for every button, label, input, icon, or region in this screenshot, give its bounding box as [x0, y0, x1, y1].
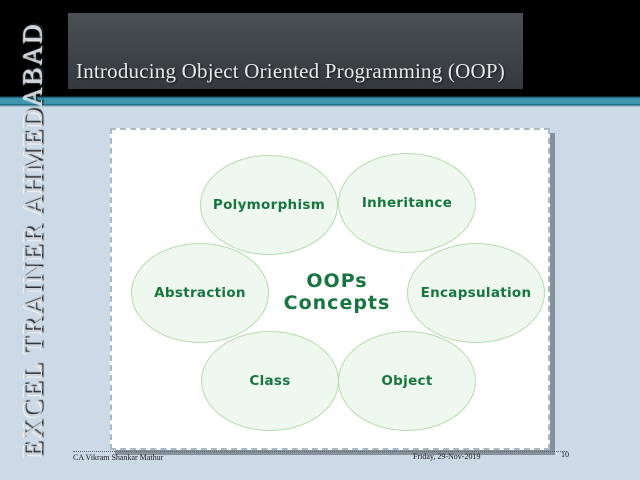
bubble-label-encapsulation: Encapsulation — [420, 285, 532, 301]
teal-divider — [0, 96, 640, 107]
bubble-label-object: Object — [381, 373, 433, 389]
diagram-center-label: OOPs Concepts — [257, 270, 417, 314]
concept-bubble-inheritance: Inheritance — [338, 153, 476, 253]
center-label-line2: Concepts — [283, 292, 391, 314]
diagram-panel: Polymorphism Inheritance Abstraction Enc… — [110, 128, 550, 450]
title-box: Introducing Object Oriented Programming … — [68, 13, 523, 89]
bubble-label-class: Class — [249, 373, 291, 389]
bubble-label-inheritance: Inheritance — [361, 195, 453, 211]
vertical-branding-text: EXCEL TRAINER AHMEDABAD — [17, 22, 48, 458]
concept-bubble-abstraction: Abstraction — [131, 243, 269, 343]
center-label-line1: OOPs — [306, 270, 368, 292]
bubble-label-abstraction: Abstraction — [154, 285, 246, 301]
bubble-label-polymorphism: Polymorphism — [212, 197, 326, 213]
footer-date: Friday, 29-Nov-2019 — [413, 452, 481, 461]
page-number: 10 — [561, 450, 569, 459]
footer-author: CA Vikram Shankar Mathur — [73, 453, 164, 462]
concept-bubble-class: Class — [201, 331, 339, 431]
footer-rule — [73, 451, 567, 452]
concept-bubble-object: Object — [338, 331, 476, 431]
concept-bubble-encapsulation: Encapsulation — [407, 243, 545, 343]
slide-title: Introducing Object Oriented Programming … — [76, 59, 505, 83]
concept-bubble-polymorphism: Polymorphism — [200, 155, 338, 255]
